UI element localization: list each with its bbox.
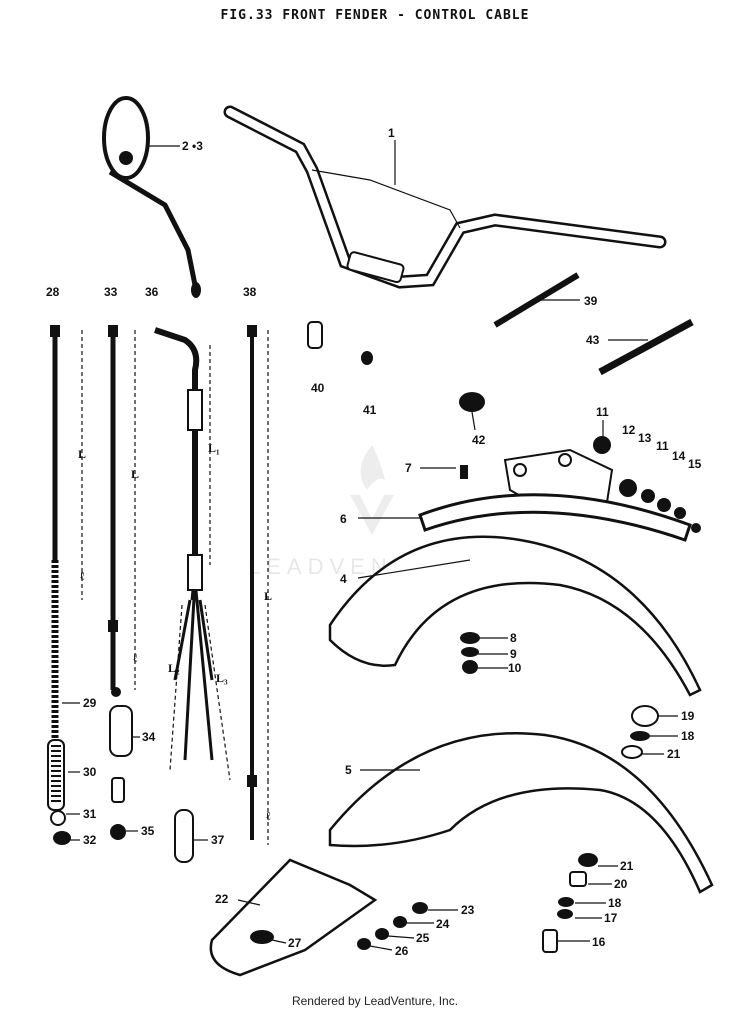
dim-l-38: ℓ bbox=[265, 809, 271, 823]
callout-30: 30 bbox=[83, 765, 97, 779]
dim-l-28: ℓ bbox=[79, 569, 85, 583]
callout-22: 22 bbox=[215, 892, 229, 906]
front-fender-upper bbox=[328, 436, 702, 697]
dim-L-38: L bbox=[264, 589, 272, 603]
callout-5: 5 bbox=[345, 763, 352, 777]
figure-title: FIG.33 FRONT FENDER - CONTROL CABLE bbox=[220, 8, 530, 23]
callout-19: 19 bbox=[681, 709, 695, 723]
dim-L3-36: L₃ bbox=[216, 671, 228, 685]
callout-16: 16 bbox=[592, 935, 606, 949]
callout-11-lower: 11 bbox=[656, 439, 669, 453]
callout-8: 8 bbox=[510, 631, 517, 645]
footer-credit: Rendered by LeadVenture, Inc. bbox=[291, 994, 459, 1008]
dim-l-33: ℓ bbox=[132, 651, 138, 665]
callout-18-lower: 18 bbox=[608, 896, 622, 910]
callout-34: 34 bbox=[142, 730, 156, 744]
mirror bbox=[102, 96, 201, 298]
callout-4: 4 bbox=[340, 572, 347, 586]
dim-L1-36: L₁ bbox=[208, 441, 220, 455]
callout-32: 32 bbox=[83, 833, 97, 847]
leader-lines bbox=[62, 140, 678, 951]
callout-24: 24 bbox=[436, 917, 450, 931]
dimension-labels: L ℓ L ℓ L₁ L₂ L₃ L ℓ bbox=[78, 441, 272, 823]
callout-33: 33 bbox=[104, 285, 118, 299]
callout-15: 15 bbox=[688, 457, 702, 471]
dim-L2-36: L₂ bbox=[168, 661, 180, 675]
callout-14: 14 bbox=[672, 449, 686, 463]
callout-40: 40 bbox=[311, 381, 325, 395]
dim-L-33: L bbox=[131, 467, 139, 481]
callout-7: 7 bbox=[405, 461, 412, 475]
small-parts bbox=[307, 272, 694, 412]
callout-39: 39 bbox=[584, 294, 598, 308]
cable-38 bbox=[174, 325, 257, 863]
callout-12: 12 bbox=[622, 423, 636, 437]
callout-20: 20 bbox=[614, 877, 628, 891]
callout-27: 27 bbox=[288, 936, 302, 950]
callout-28: 28 bbox=[46, 285, 60, 299]
callout-26: 26 bbox=[395, 944, 409, 958]
callout-43: 43 bbox=[586, 333, 600, 347]
callout-10: 10 bbox=[508, 661, 522, 675]
callout-9: 9 bbox=[510, 647, 517, 661]
cable-28 bbox=[47, 325, 71, 845]
callout-31: 31 bbox=[83, 807, 97, 821]
callout-13: 13 bbox=[638, 431, 652, 445]
callout-labels: 1 2 •3 39 43 28 33 36 38 40 41 42 11 12 … bbox=[46, 126, 702, 958]
callout-21-upper: 21 bbox=[667, 747, 681, 761]
callout-37: 37 bbox=[211, 833, 225, 847]
callout-41: 41 bbox=[363, 403, 377, 417]
mud-flap bbox=[209, 858, 428, 977]
callout-38: 38 bbox=[243, 285, 257, 299]
callout-42: 42 bbox=[472, 433, 486, 447]
callout-17: 17 bbox=[604, 911, 618, 925]
dimension-lines bbox=[81, 330, 269, 845]
callout-23: 23 bbox=[461, 903, 475, 917]
callout-11-upper: 11 bbox=[596, 405, 609, 419]
callout-18-upper: 18 bbox=[681, 729, 695, 743]
callout-6: 6 bbox=[340, 512, 347, 526]
callout-36: 36 bbox=[145, 285, 159, 299]
callout-29: 29 bbox=[83, 696, 97, 710]
front-fender-lower bbox=[328, 705, 714, 953]
callout-25: 25 bbox=[416, 931, 430, 945]
callout-1: 1 bbox=[388, 126, 395, 140]
dim-L-28: L bbox=[78, 447, 86, 461]
callout-35: 35 bbox=[141, 824, 155, 838]
handlebar bbox=[223, 105, 667, 289]
callout-21-lower: 21 bbox=[620, 859, 634, 873]
callout-2-3: 2 •3 bbox=[182, 139, 203, 153]
cable-36 bbox=[154, 327, 214, 761]
cable-33 bbox=[108, 325, 133, 840]
